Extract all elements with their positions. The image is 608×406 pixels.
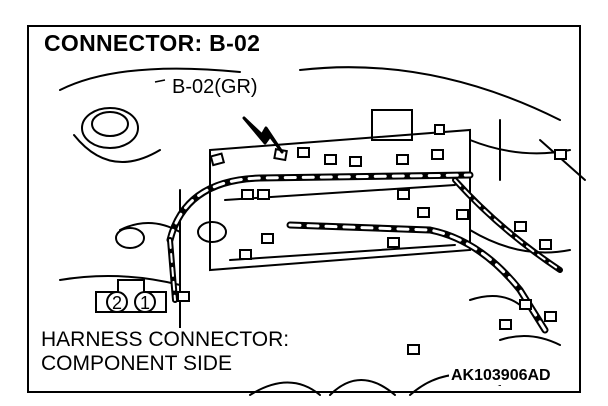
engine-background-linework	[59, 66, 586, 396]
pin-1-circle	[134, 291, 156, 313]
pointer-arrow	[242, 116, 284, 154]
connector-callout-label: B-02(GR)	[170, 76, 260, 99]
figure-border	[27, 25, 581, 393]
connector-face-outline	[95, 279, 167, 313]
leader-line	[154, 79, 166, 83]
figure-code: AK103906AD	[449, 367, 553, 385]
pin-2-circle	[106, 291, 128, 313]
pin-2-number: 2	[112, 293, 122, 313]
wiring-harness	[166, 171, 563, 334]
harness-connectors	[177, 124, 567, 355]
connector-title: CONNECTOR: B-02	[40, 30, 265, 57]
two-pin-connector-face: 2 1	[95, 279, 167, 313]
harness-connector-label: HARNESS CONNECTOR:	[38, 328, 293, 352]
component-side-label: COMPONENT SIDE	[38, 352, 235, 376]
pin-1-number: 1	[140, 293, 150, 313]
